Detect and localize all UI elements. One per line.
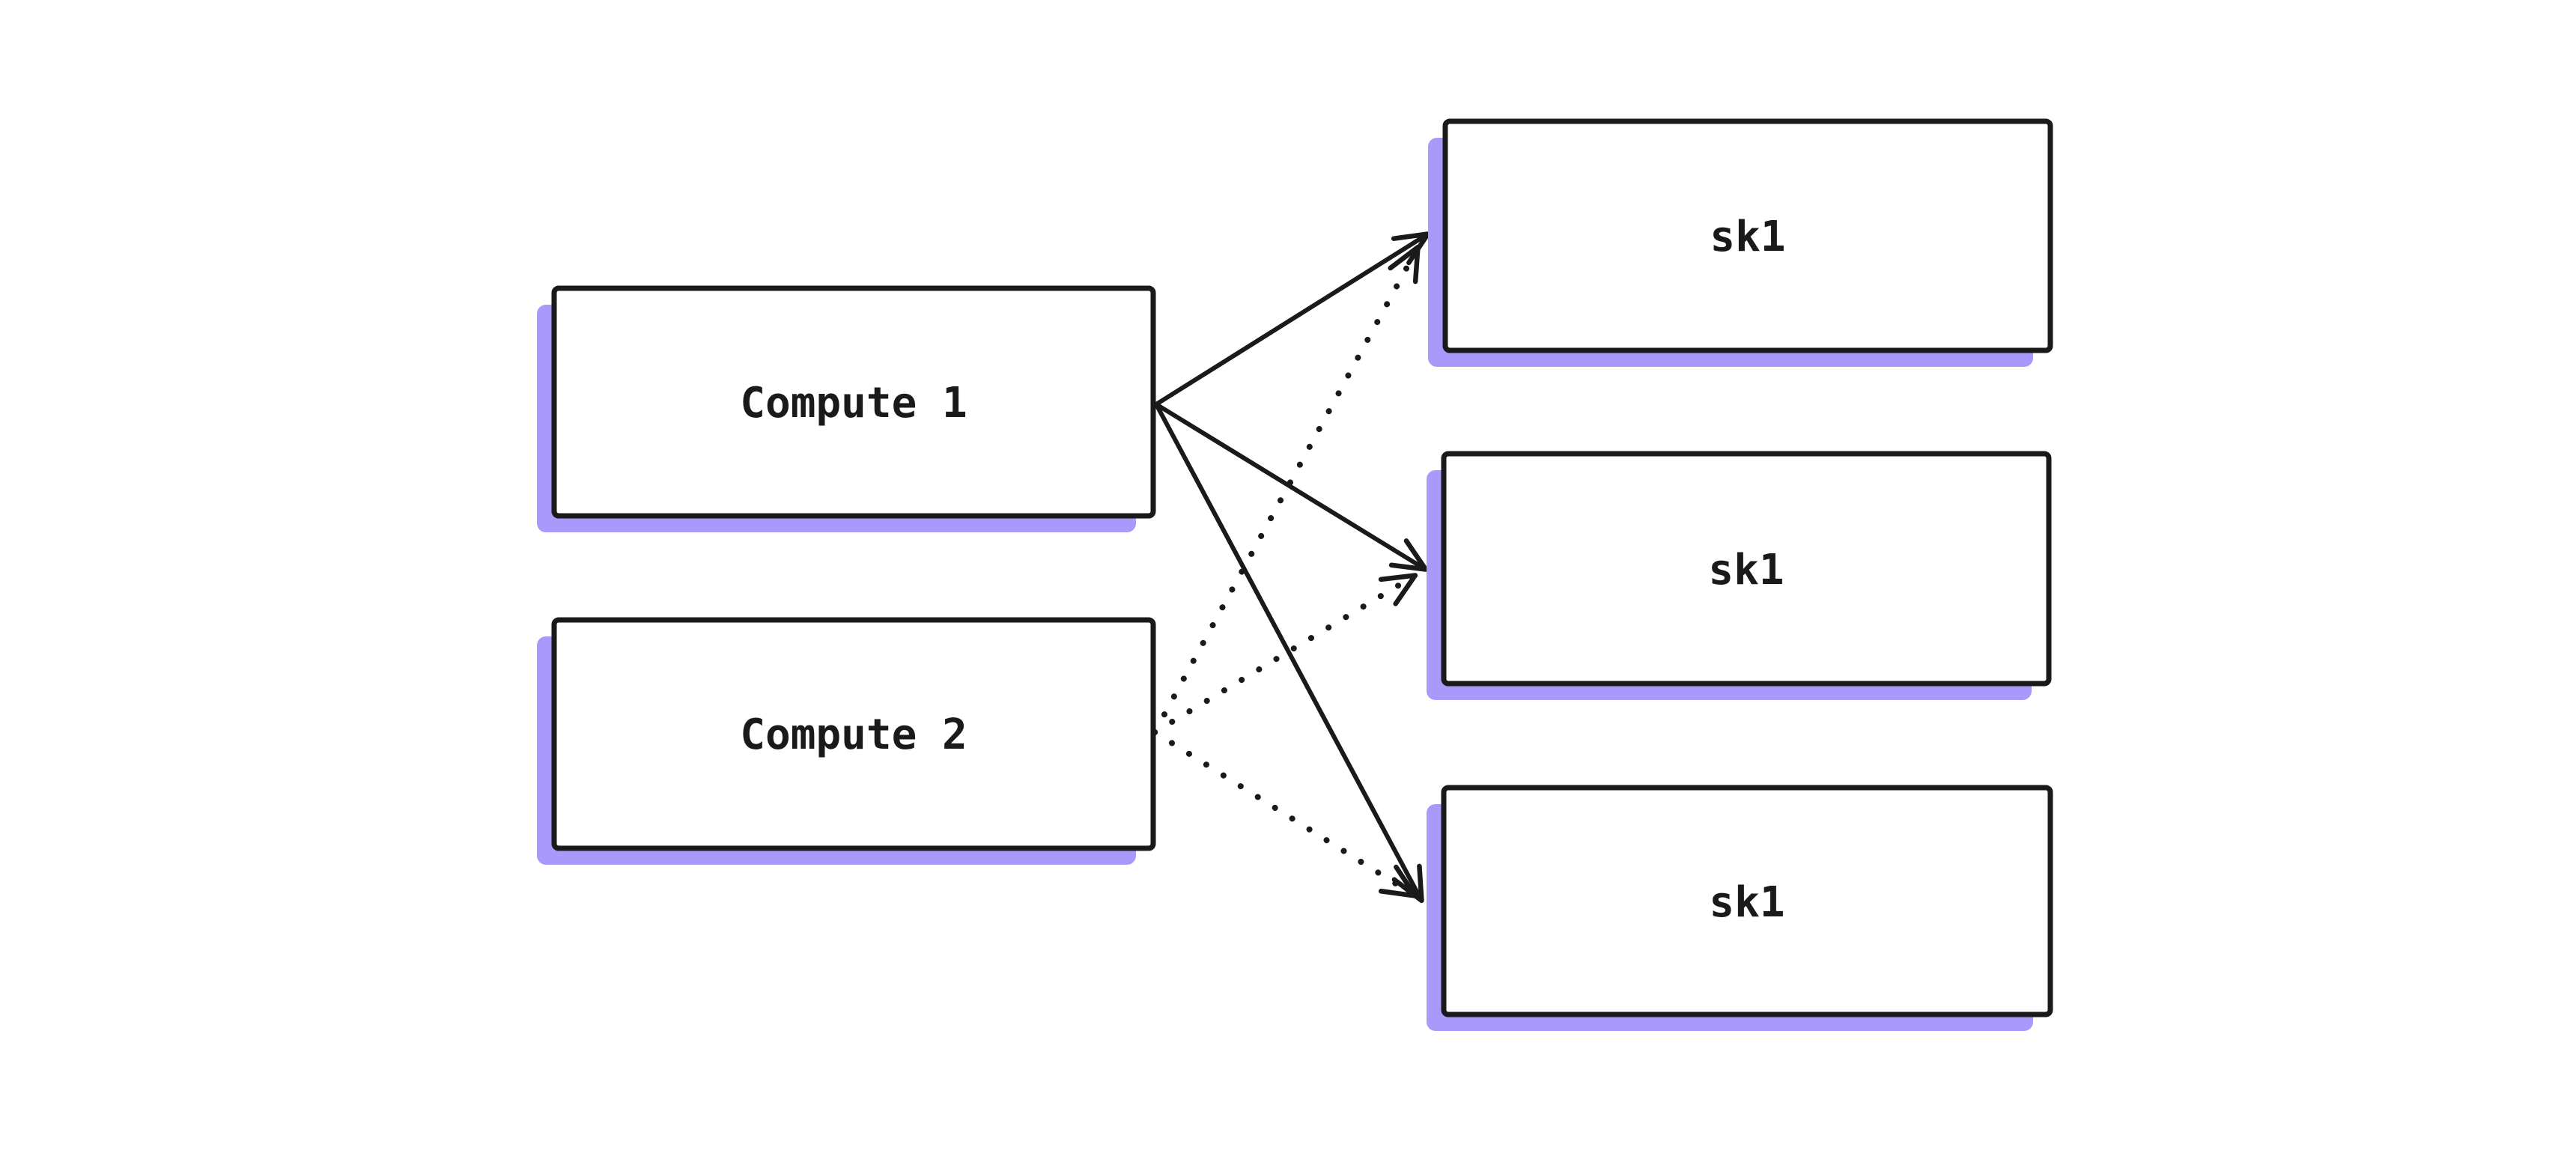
node-sk1-bottom-body (1441, 785, 2053, 1017)
node-sk1-top: sk1 (1428, 118, 2053, 367)
node-sk1-top-body (1442, 118, 2053, 353)
node-sk1-middle-body (1441, 451, 2052, 687)
edge-compute2-to-sk1-middle (1152, 573, 1418, 735)
edge-compute1-to-sk1-bottom (1154, 402, 1424, 904)
node-sk1-bottom: sk1 (1427, 785, 2053, 1031)
node-compute-2-body (551, 617, 1156, 851)
node-sk1-middle: sk1 (1427, 451, 2052, 700)
node-sk1-middle-label: sk1 (1708, 546, 1784, 594)
node-compute-1: Compute 1 (537, 285, 1156, 532)
node-compute-2-label: Compute 2 (740, 711, 967, 759)
node-sk1-bottom-label: sk1 (1709, 878, 1784, 927)
edges-dotted (1152, 244, 1421, 898)
edge-compute1-to-sk1-top (1154, 231, 1431, 407)
edge-compute1-to-sk1-middle (1154, 402, 1429, 572)
node-compute-1-body (551, 285, 1156, 519)
node-sk1-top-label: sk1 (1710, 213, 1785, 261)
node-compute-1-label: Compute 1 (740, 379, 967, 428)
edges-solid (1154, 231, 1431, 904)
node-compute-2: Compute 2 (537, 617, 1156, 865)
